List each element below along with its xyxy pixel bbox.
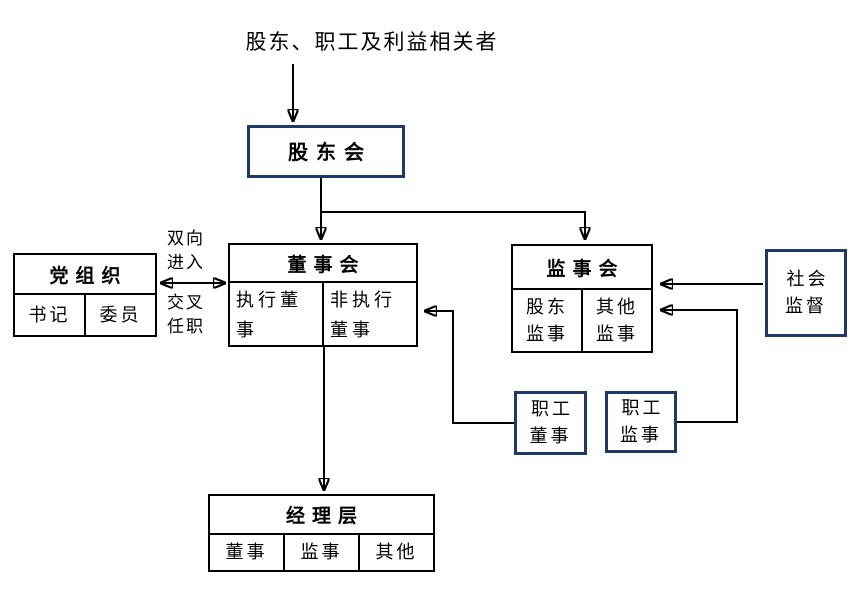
party-secretary-cell: 书记 [28,304,71,326]
party-organization-header: 党组织 [15,255,155,295]
connector-employee-director-to-board [425,311,514,424]
supervisory-board-header: 监事会 [513,246,651,290]
management-director-cell: 董事 [225,542,268,563]
employee-director-box: 职工 董事 [514,391,587,455]
cross-appointment-label: 交叉 任职 [167,293,205,337]
social-supervision-box: 社会 监督 [765,249,847,337]
executive-director-cell: 执行董 事 [236,290,302,341]
party-member-cell: 委员 [84,295,155,335]
party-organization-box: 党组织 书记 委员 [13,253,157,337]
board-of-directors-row: 执行董 事 非执行 董事 [230,283,416,346]
supervisory-board-row: 股东 监事 其他 监事 [513,290,651,351]
management-header: 经理层 [210,496,433,535]
management-supervisor-cell: 监事 [283,535,358,570]
non-executive-director-cell: 非执行 董事 [322,283,416,346]
shareholder-supervisor-cell: 股东 监事 [526,296,568,345]
management-box: 经理层 董事 监事 其他 [208,494,435,572]
supervisory-board-box: 监事会 股东 监事 其他 监事 [511,244,653,353]
stakeholders-label: 股东、职工及利益相关者 [245,30,499,54]
party-organization-row: 书记 委员 [15,295,155,335]
board-of-directors-box: 董事会 执行董 事 非执行 董事 [228,243,418,347]
bidirectional-entry-label: 双向 进入 [167,229,205,273]
other-supervisor-cell: 其他 监事 [581,290,651,351]
management-row: 董事 监事 其他 [210,535,433,570]
connector-shareholders-to-supervisory [320,178,585,239]
shareholders-meeting-box: 股东会 [247,125,405,178]
management-other-cell: 其他 [358,535,433,570]
board-of-directors-header: 董事会 [230,245,416,283]
employee-supervisor-box: 职工 监事 [605,391,677,453]
